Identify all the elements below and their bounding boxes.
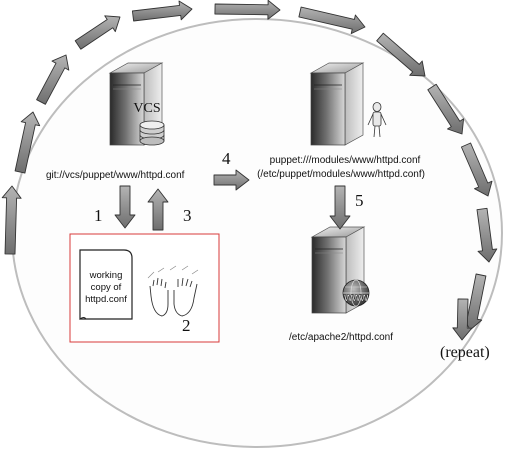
vcs-server [108, 62, 165, 146]
vcs-path-label: git://vcs/puppet/www/httpd.conf [46, 170, 185, 181]
database-icon [139, 120, 165, 146]
ring-arrow [74, 15, 121, 50]
cycle-circle [11, 18, 503, 448]
hands-typing-icon [147, 265, 199, 317]
ring-arrow [36, 54, 70, 105]
ring-arrow [14, 111, 41, 174]
step-arrows [114, 169, 351, 231]
document-icon [79, 249, 133, 320]
repeat-label: (repeat) [440, 344, 490, 361]
web-server [310, 226, 370, 314]
step-3-arrow-up [147, 188, 169, 231]
step-2-label: 2 [182, 316, 191, 335]
working-copy-line-2: copy of [91, 282, 122, 293]
ring-arrow [298, 6, 366, 35]
step-5-arrow-down [329, 185, 351, 230]
apache-path-label: /etc/apache2/httpd.conf [289, 332, 393, 343]
step-1-arrow-down [114, 185, 136, 229]
ring-arrow [1, 185, 22, 255]
step-5-label: 5 [355, 191, 364, 210]
globe-icon [342, 279, 370, 307]
ring-arrow [476, 207, 498, 263]
ring-arrow [131, 0, 193, 22]
vcs-server-label: VCS [133, 101, 160, 116]
cycle-ring-arrows [1, 0, 498, 341]
ring-arrow [427, 83, 465, 135]
step-4-arrow-right [213, 169, 250, 191]
working-copy-line-3: httpd.conf [85, 294, 127, 305]
ring-arrow [460, 142, 493, 197]
puppet-local-path-label: (/etc/puppet/modules/www/httpd.conf) [257, 169, 425, 180]
working-copy-line-1: working [89, 270, 123, 281]
step-1-label: 1 [94, 206, 103, 225]
ring-arrow [214, 0, 281, 20]
ring-arrow [452, 298, 473, 341]
step-4-label: 4 [222, 149, 231, 168]
puppet-figure-icon [367, 102, 387, 138]
puppet-server [309, 62, 387, 146]
puppet-path-label: puppet:///modules/www/httpd.conf [270, 155, 421, 166]
ring-arrow [376, 32, 426, 77]
www-badge: WWW [344, 293, 369, 303]
step-3-label: 3 [183, 206, 192, 225]
